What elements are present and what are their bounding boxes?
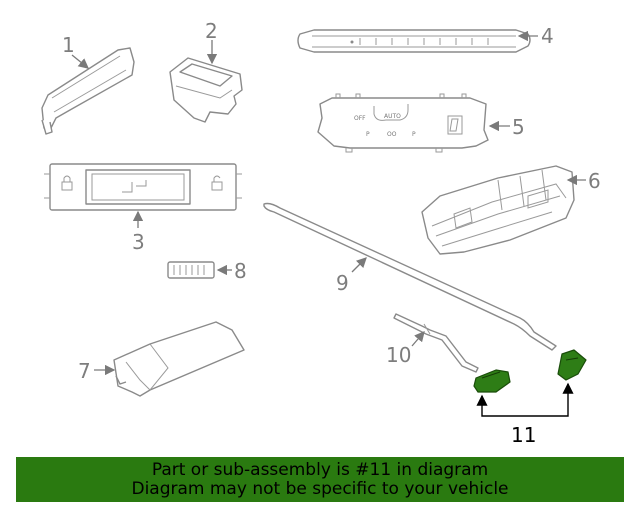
callout-6: 6 — [588, 169, 601, 193]
parts-diagram: 1 2 4 OFF — [41, 19, 601, 447]
callout-10: 10 — [386, 343, 411, 367]
part-6-vent-assembly — [421, 165, 575, 255]
part-3-switch-panel — [44, 163, 242, 211]
banner-line-1: Part or sub-assembly is #11 in diagram — [151, 460, 489, 480]
callout-9: 9 — [336, 271, 349, 295]
leader-11 — [476, 382, 574, 417]
callout-4: 4 — [541, 24, 554, 48]
label-p2: OO — [387, 131, 397, 138]
callout-7: 7 — [78, 359, 91, 383]
callout-3: 3 — [132, 230, 145, 254]
part-2-bracket — [169, 57, 243, 123]
lock-icon — [61, 175, 73, 191]
callout-1: 1 — [62, 33, 75, 57]
info-banner: Part or sub-assembly is #11 in diagram D… — [16, 457, 624, 502]
leader-1 — [71, 54, 90, 69]
part-4-control-strip — [297, 29, 531, 53]
callout-8: 8 — [234, 259, 247, 283]
callout-2: 2 — [205, 19, 218, 43]
callout-5: 5 — [512, 115, 525, 139]
part-7-cover — [113, 321, 245, 397]
label-p1: P — [366, 131, 370, 138]
leader-10 — [411, 331, 425, 347]
part-9-trim-strip — [263, 202, 557, 351]
part-1-trim-cover — [41, 47, 135, 135]
part-11-sensor-left — [473, 369, 511, 393]
unlock-icon — [211, 175, 223, 191]
leader-9 — [351, 257, 367, 273]
part-5-climate-control-panel: OFF AUTO P OO P — [317, 93, 489, 153]
part-11-sensor-right — [557, 349, 587, 381]
part-8-small-vent — [167, 261, 215, 279]
label-p3: P — [412, 131, 416, 138]
label-auto: AUTO — [384, 113, 401, 120]
callout-11: 11 — [511, 423, 536, 447]
label-off: OFF — [354, 115, 366, 122]
banner-line-2: Diagram may not be specific to your vehi… — [131, 479, 509, 499]
